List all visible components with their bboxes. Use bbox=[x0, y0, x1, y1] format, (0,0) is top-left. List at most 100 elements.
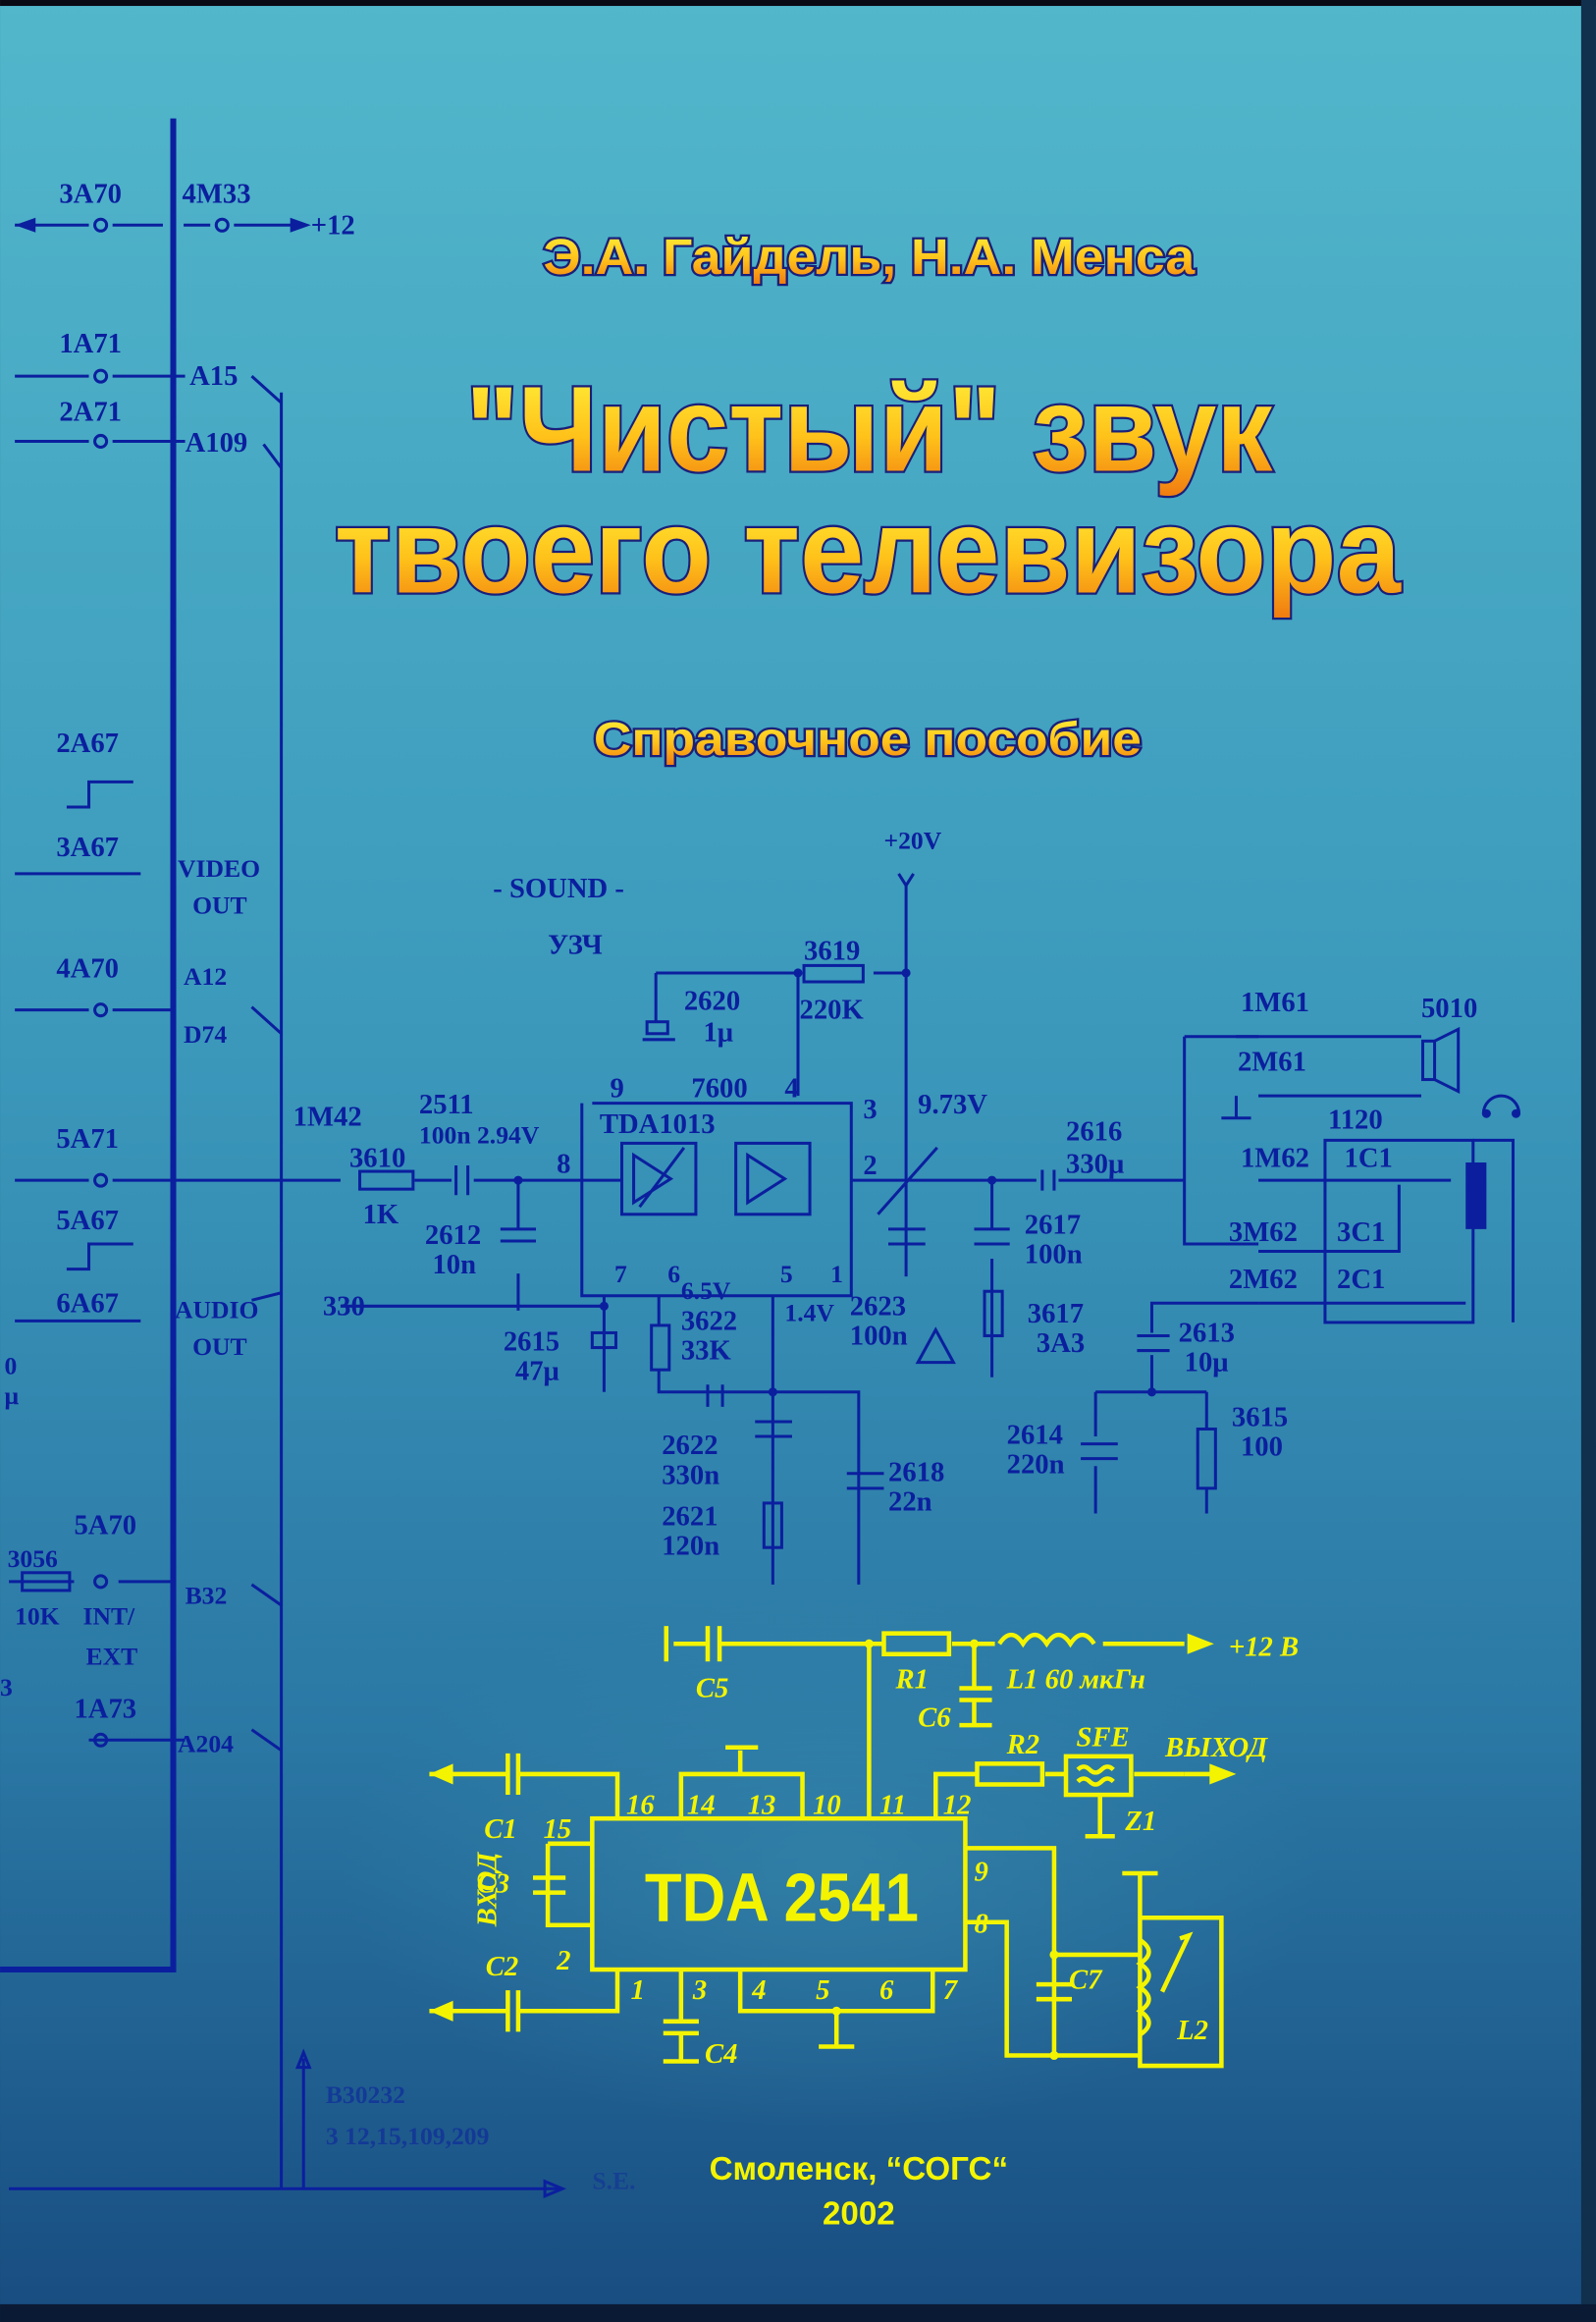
label: 6 bbox=[879, 1974, 894, 2006]
label-int: INT/ bbox=[82, 1602, 135, 1631]
label: 7600 bbox=[691, 1073, 747, 1105]
label-3056: 3056 bbox=[8, 1544, 58, 1573]
label: 3615 bbox=[1232, 1401, 1288, 1432]
label-b30232: B30232 bbox=[326, 2080, 405, 2109]
label: C1 bbox=[484, 1813, 516, 1845]
label-audio-out: OUT bbox=[192, 1332, 247, 1361]
title-line-2: твоего телевизора bbox=[335, 483, 1402, 619]
label: L1 60 мкГн bbox=[1006, 1663, 1145, 1695]
label: 5010 bbox=[1421, 993, 1477, 1024]
output-label: ВЫХОД bbox=[1164, 1732, 1268, 1763]
label: 220n bbox=[1007, 1449, 1065, 1481]
label-b32: B32 bbox=[186, 1581, 228, 1609]
label: 15 bbox=[544, 1813, 572, 1845]
label-partial-0: 0 bbox=[5, 1352, 18, 1380]
label-video: VIDEO bbox=[178, 854, 260, 883]
label-d74: D74 bbox=[184, 1020, 227, 1049]
label-10k: 10K bbox=[15, 1602, 60, 1631]
label-partial-3: 3 bbox=[0, 1673, 13, 1701]
label: 7 bbox=[943, 1974, 959, 2006]
label-video-out: OUT bbox=[192, 891, 247, 920]
label-a15: A15 bbox=[189, 360, 238, 392]
label: +20V bbox=[883, 826, 941, 854]
label: 2614 bbox=[1007, 1420, 1063, 1451]
label: 1 bbox=[830, 1260, 843, 1288]
label: 3 bbox=[692, 1974, 707, 2006]
label: 1.4V bbox=[784, 1298, 834, 1326]
label: 330n bbox=[662, 1459, 719, 1490]
label: R1 bbox=[895, 1663, 929, 1695]
label: 2622 bbox=[662, 1430, 718, 1461]
label: 2618 bbox=[888, 1456, 944, 1487]
input-label: ВХОД bbox=[471, 1851, 503, 1927]
chip-label: TDA 2541 bbox=[645, 1859, 919, 1935]
label: 3A3 bbox=[1037, 1327, 1085, 1359]
label: 6 bbox=[667, 1260, 680, 1288]
label: 10μ bbox=[1185, 1347, 1229, 1378]
label: 6.5V bbox=[681, 1276, 731, 1305]
label: 2612 bbox=[425, 1219, 481, 1251]
label-plus12: +12 bbox=[311, 209, 355, 241]
label: 22n bbox=[888, 1485, 932, 1517]
label-partial-mu: μ bbox=[5, 1381, 20, 1410]
label: 8 bbox=[974, 1908, 987, 1939]
label-a12: A12 bbox=[184, 962, 227, 991]
label: 2 bbox=[556, 1945, 570, 1976]
label: 9 bbox=[610, 1073, 623, 1105]
label: L2 bbox=[1176, 2015, 1208, 2046]
label: 3 bbox=[863, 1094, 877, 1125]
label: 1C1 bbox=[1345, 1143, 1393, 1174]
label: 3M62 bbox=[1229, 1216, 1298, 1248]
label-3a67: 3A67 bbox=[56, 832, 119, 863]
label: 2M62 bbox=[1229, 1264, 1298, 1295]
label-3a70: 3A70 bbox=[59, 179, 122, 210]
label: 100n 2.94V bbox=[419, 1120, 540, 1149]
label: 1M62 bbox=[1241, 1143, 1309, 1174]
label: 2615 bbox=[504, 1326, 559, 1358]
label: 14 bbox=[687, 1790, 716, 1821]
title-line-1: "Чистый" звук bbox=[465, 362, 1272, 498]
sound-subtitle: УЗЧ bbox=[548, 929, 603, 960]
label-5a70: 5A70 bbox=[74, 1510, 136, 1541]
label: 330μ bbox=[1066, 1149, 1124, 1180]
label: 2617 bbox=[1025, 1209, 1081, 1240]
label: 100n bbox=[850, 1321, 908, 1352]
label: 9 bbox=[974, 1857, 987, 1888]
label: 8 bbox=[557, 1149, 570, 1180]
label-ext: EXT bbox=[86, 1642, 138, 1670]
label-4m33: 4M33 bbox=[183, 179, 251, 210]
label: 3C1 bbox=[1337, 1216, 1385, 1248]
label: C4 bbox=[705, 2038, 737, 2070]
label: 7 bbox=[614, 1260, 627, 1288]
label-pins: 3 12,15,109,209 bbox=[326, 2122, 490, 2150]
label: 2M61 bbox=[1238, 1046, 1306, 1077]
label-1a73: 1A73 bbox=[74, 1694, 136, 1725]
label-a109: A109 bbox=[186, 427, 248, 459]
label-se: S.E. bbox=[592, 2166, 635, 2194]
tda2541-labels: C5 R1 L1 60 мкГн C6 R2 SFE Z1 16 14 13 1… bbox=[477, 1663, 1208, 2070]
label: 1M42 bbox=[293, 1101, 362, 1132]
left-schematic: 3A70 4M33 +12 1A71 A15 2A71 A109 2A67 3A… bbox=[0, 118, 636, 2199]
label: Z1 bbox=[1124, 1806, 1156, 1837]
label: 10n bbox=[432, 1249, 476, 1280]
label: 5 bbox=[816, 1974, 829, 2006]
bottom-edge bbox=[0, 2303, 1596, 2322]
label: 2620 bbox=[684, 986, 740, 1017]
tda2541-schematic: TDA 2541 ВХОД ВЫХОД +12 В C5 R1 L1 60 мк… bbox=[429, 1626, 1299, 2070]
label: C3 bbox=[477, 1868, 509, 1900]
label: 4 bbox=[751, 1974, 766, 2006]
label: 5 bbox=[780, 1260, 793, 1288]
label-5a71: 5A71 bbox=[56, 1123, 119, 1155]
sound-schematic: - SOUND - УЗЧ +20V 3619 220K bbox=[281, 826, 1521, 1585]
label: 3610 bbox=[349, 1143, 405, 1174]
label: 330 bbox=[323, 1290, 365, 1322]
label: 1K bbox=[363, 1199, 399, 1230]
publisher: Смоленск, “СОГС“ bbox=[710, 2151, 1009, 2187]
label: 9.73V bbox=[918, 1089, 987, 1120]
label: 3619 bbox=[804, 935, 860, 966]
authors: Э.А. Гайдель, Н.А. Менса bbox=[544, 229, 1196, 285]
label: 1M61 bbox=[1241, 987, 1309, 1018]
label: SFE bbox=[1077, 1721, 1130, 1753]
label: 3622 bbox=[681, 1305, 737, 1336]
